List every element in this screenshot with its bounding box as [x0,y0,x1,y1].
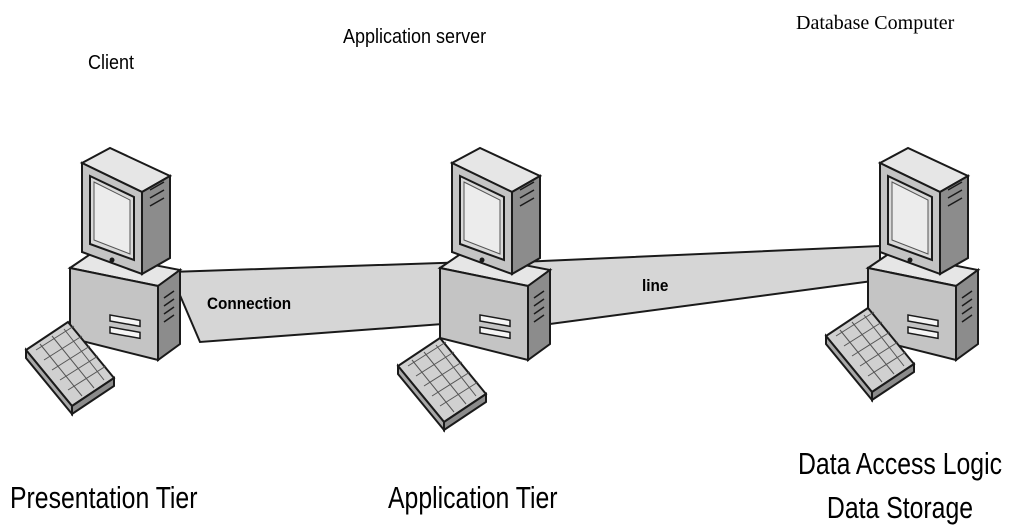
data-access-logic-label: Data Access Logic [797,446,1003,481]
connection-label: Connection [207,294,292,313]
application-server-computer-icon [439,147,551,361]
line-label: line [642,276,669,295]
connection-band-right [519,244,881,330]
data-storage-label: Data Storage [826,490,974,525]
application-keyboard-icon [397,337,487,431]
database-computer-label: Database Computer [796,12,955,34]
presentation-tier-label: Presentation Tier [10,480,198,515]
application-server-label: Application server [343,26,487,48]
client-label: Client [88,52,135,74]
client-computer-icon [69,147,181,361]
application-tier-label: Application Tier [388,480,558,515]
